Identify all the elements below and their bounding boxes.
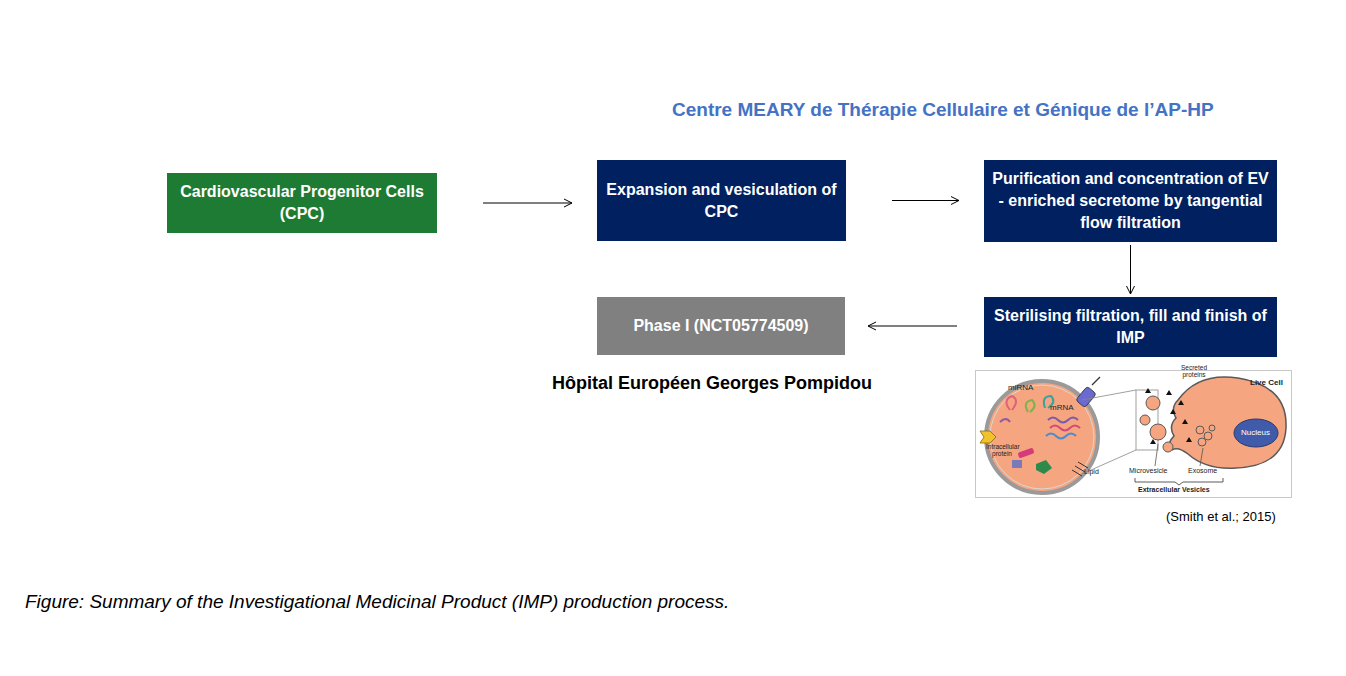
site-heading: Centre MEARY de Thérapie Cellulaire et G… (672, 99, 1214, 121)
box-label: Expansion and vesiculation of CPC (597, 175, 846, 227)
box-label: Phase I (NCT05774509) (625, 311, 816, 341)
flow-arrow (483, 203, 572, 204)
flow-arrow (892, 200, 959, 201)
process-box: Expansion and vesiculation of CPC (597, 160, 846, 241)
part-label: Microvesicle (1129, 467, 1168, 474)
figure-caption: Figure: Summary of the Investigational M… (25, 591, 729, 613)
flow-arrow (1130, 245, 1131, 294)
part-label: Live Cell (1250, 378, 1283, 387)
box-label: Cardiovascular Progenitor Cells (CPC) (167, 177, 437, 229)
source-cells-box: Cardiovascular Progenitor Cells (CPC) (167, 173, 437, 233)
box-label: Sterilising filtration, fill and finish … (984, 301, 1277, 353)
part-label: Lipid (1084, 468, 1099, 475)
part-label: Intracellular protein (986, 443, 1018, 457)
flow-arrow (868, 326, 957, 327)
part-label: miRNA (1008, 383, 1033, 392)
part-label: Secreted proteins (1177, 364, 1211, 378)
citation: (Smith et al.; 2015) (1166, 509, 1276, 524)
part-label: mRNA (1050, 403, 1074, 412)
process-box: Sterilising filtration, fill and finish … (984, 297, 1277, 357)
process-box: Purification and concentration of EV - e… (984, 160, 1277, 242)
trial-box: Phase I (NCT05774509) (597, 297, 845, 355)
box-label: Purification and concentration of EV - e… (984, 164, 1277, 238)
part-label: Exosome (1188, 467, 1217, 474)
part-label: Extracellular Vesicles (1138, 486, 1210, 493)
part-label: Nucleus (1241, 428, 1270, 437)
site-name: Hôpital Européen Georges Pompidou (552, 373, 872, 394)
